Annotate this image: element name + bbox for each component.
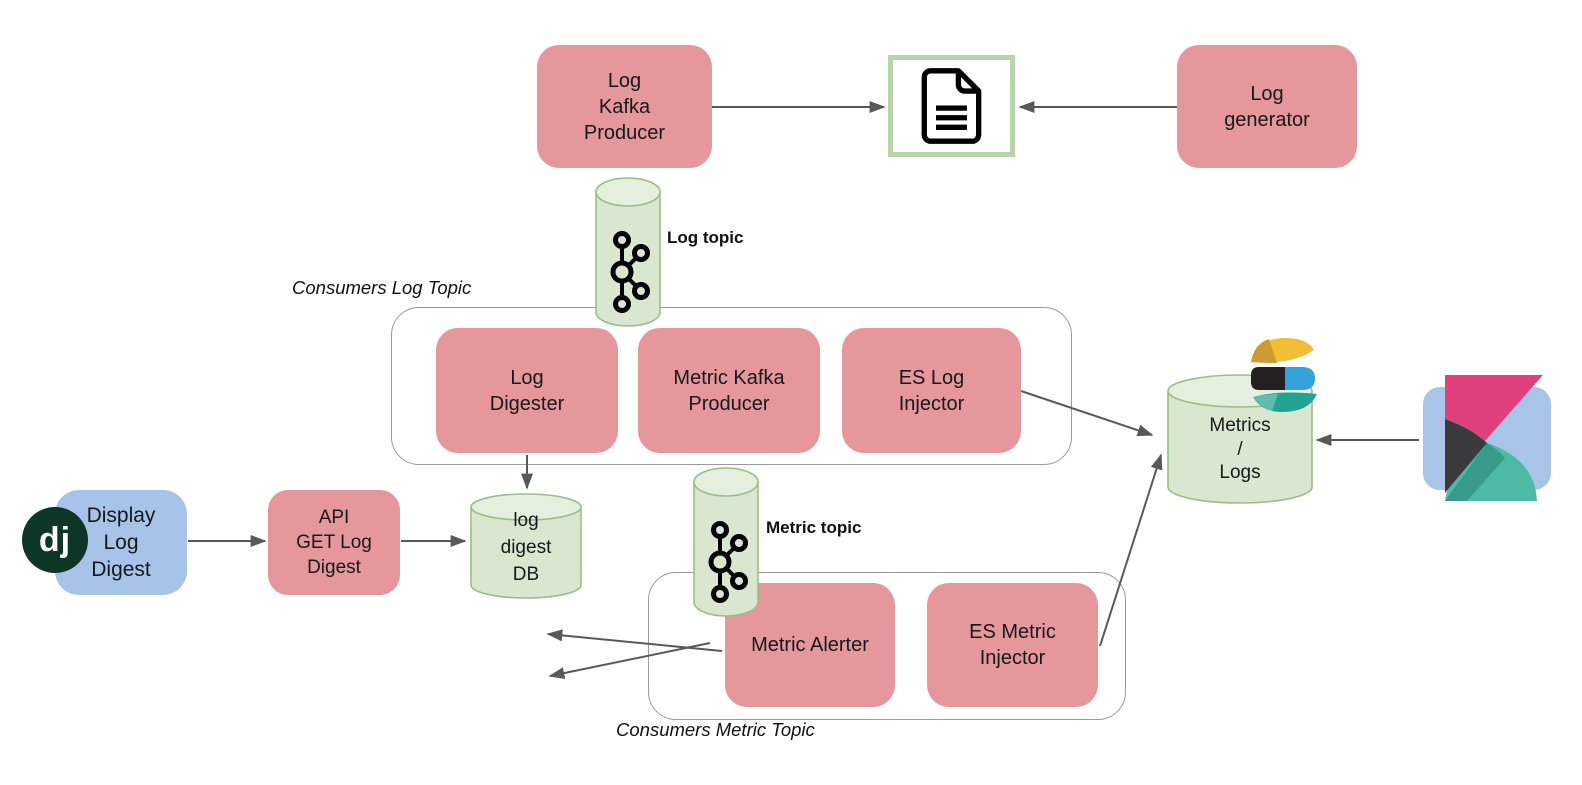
node-log-digester: Log Digester	[436, 328, 618, 453]
node-label-line: Kafka	[598, 95, 651, 118]
node-label-line: Log	[510, 366, 544, 389]
metrics-logs-cylinder	[1167, 374, 1313, 504]
cylinder-text-line: log	[513, 510, 539, 531]
cylinder-text-line: Logs	[1219, 462, 1261, 483]
consumers-log-topic-group	[391, 307, 1072, 465]
document-icon	[921, 68, 981, 144]
node-label-line: Producer	[583, 121, 666, 144]
node-label-line: Digest	[91, 558, 151, 581]
metric-topic-cylinder	[693, 467, 759, 617]
node-label-line: Log	[1250, 82, 1284, 105]
cylinder-text-line: /	[1237, 438, 1243, 460]
node-label-line: ES Log	[898, 366, 965, 389]
node-api-get-log-digest: API GET Log Digest	[268, 490, 400, 595]
cylinder-text-line: digest	[500, 537, 552, 558]
node-label-line: Injector	[979, 647, 1046, 669]
consumers-metric-topic-group	[648, 572, 1126, 720]
node-metric-kafka-producer: Metric Kafka Producer	[638, 328, 820, 453]
node-label-line: API	[318, 507, 350, 528]
node-metric-alerter: Metric Alerter	[725, 583, 895, 707]
log-digest-db-text: log digest DB	[470, 507, 582, 588]
cylinder-text-line: DB	[512, 564, 540, 585]
arrow-es-metric-injector-to-metrics-logs	[1099, 453, 1163, 647]
cylinder-text-line: Metrics	[1209, 415, 1271, 436]
consumers-metric-topic-label: Consumers Metric Topic	[616, 719, 815, 740]
node-log-generator: Log generator	[1177, 45, 1357, 168]
django-icon-text: dj	[38, 520, 72, 559]
node-label-line: Display	[86, 504, 156, 527]
log-topic-cylinder	[595, 177, 661, 327]
kafka-icon	[610, 231, 650, 313]
node-label-line: Digester	[489, 392, 565, 415]
kibana-icon	[1423, 375, 1551, 501]
metrics-logs-text: Metrics / Logs	[1167, 414, 1313, 485]
log-file-node	[888, 55, 1015, 157]
elasticsearch-icon	[1251, 338, 1317, 412]
node-label-line: Digest	[307, 557, 361, 578]
metric-topic-label: Metric topic	[766, 518, 862, 537]
log-topic-label: Log topic	[667, 228, 744, 247]
consumers-log-topic-label: Consumers Log Topic	[292, 277, 472, 298]
node-label-line: Metric Alerter	[751, 634, 869, 656]
kafka-icon	[708, 521, 748, 603]
node-label-line: Metric Kafka	[673, 366, 785, 389]
arrow-metric-alerter-out-upper	[546, 629, 723, 652]
node-label-line: GET Log	[296, 532, 372, 553]
node-es-log-injector: ES Log Injector	[842, 328, 1021, 453]
arrow-es-log-injector-to-metrics-logs	[1020, 390, 1154, 437]
node-es-metric-injector: ES Metric Injector	[927, 583, 1098, 707]
node-label-line: Log	[103, 531, 139, 554]
log-digest-db-cylinder	[470, 493, 582, 599]
node-label-line: Log	[607, 69, 642, 92]
arrow-metric-alerter-out-lower	[548, 642, 711, 679]
node-label-line: generator	[1224, 108, 1310, 131]
node-log-kafka-producer: Log Kafka Producer	[537, 45, 712, 168]
node-label-line: Injector	[898, 392, 965, 415]
django-icon: dj	[22, 507, 88, 573]
node-label-line: Producer	[688, 392, 770, 415]
node-label-line: ES Metric	[969, 621, 1056, 643]
